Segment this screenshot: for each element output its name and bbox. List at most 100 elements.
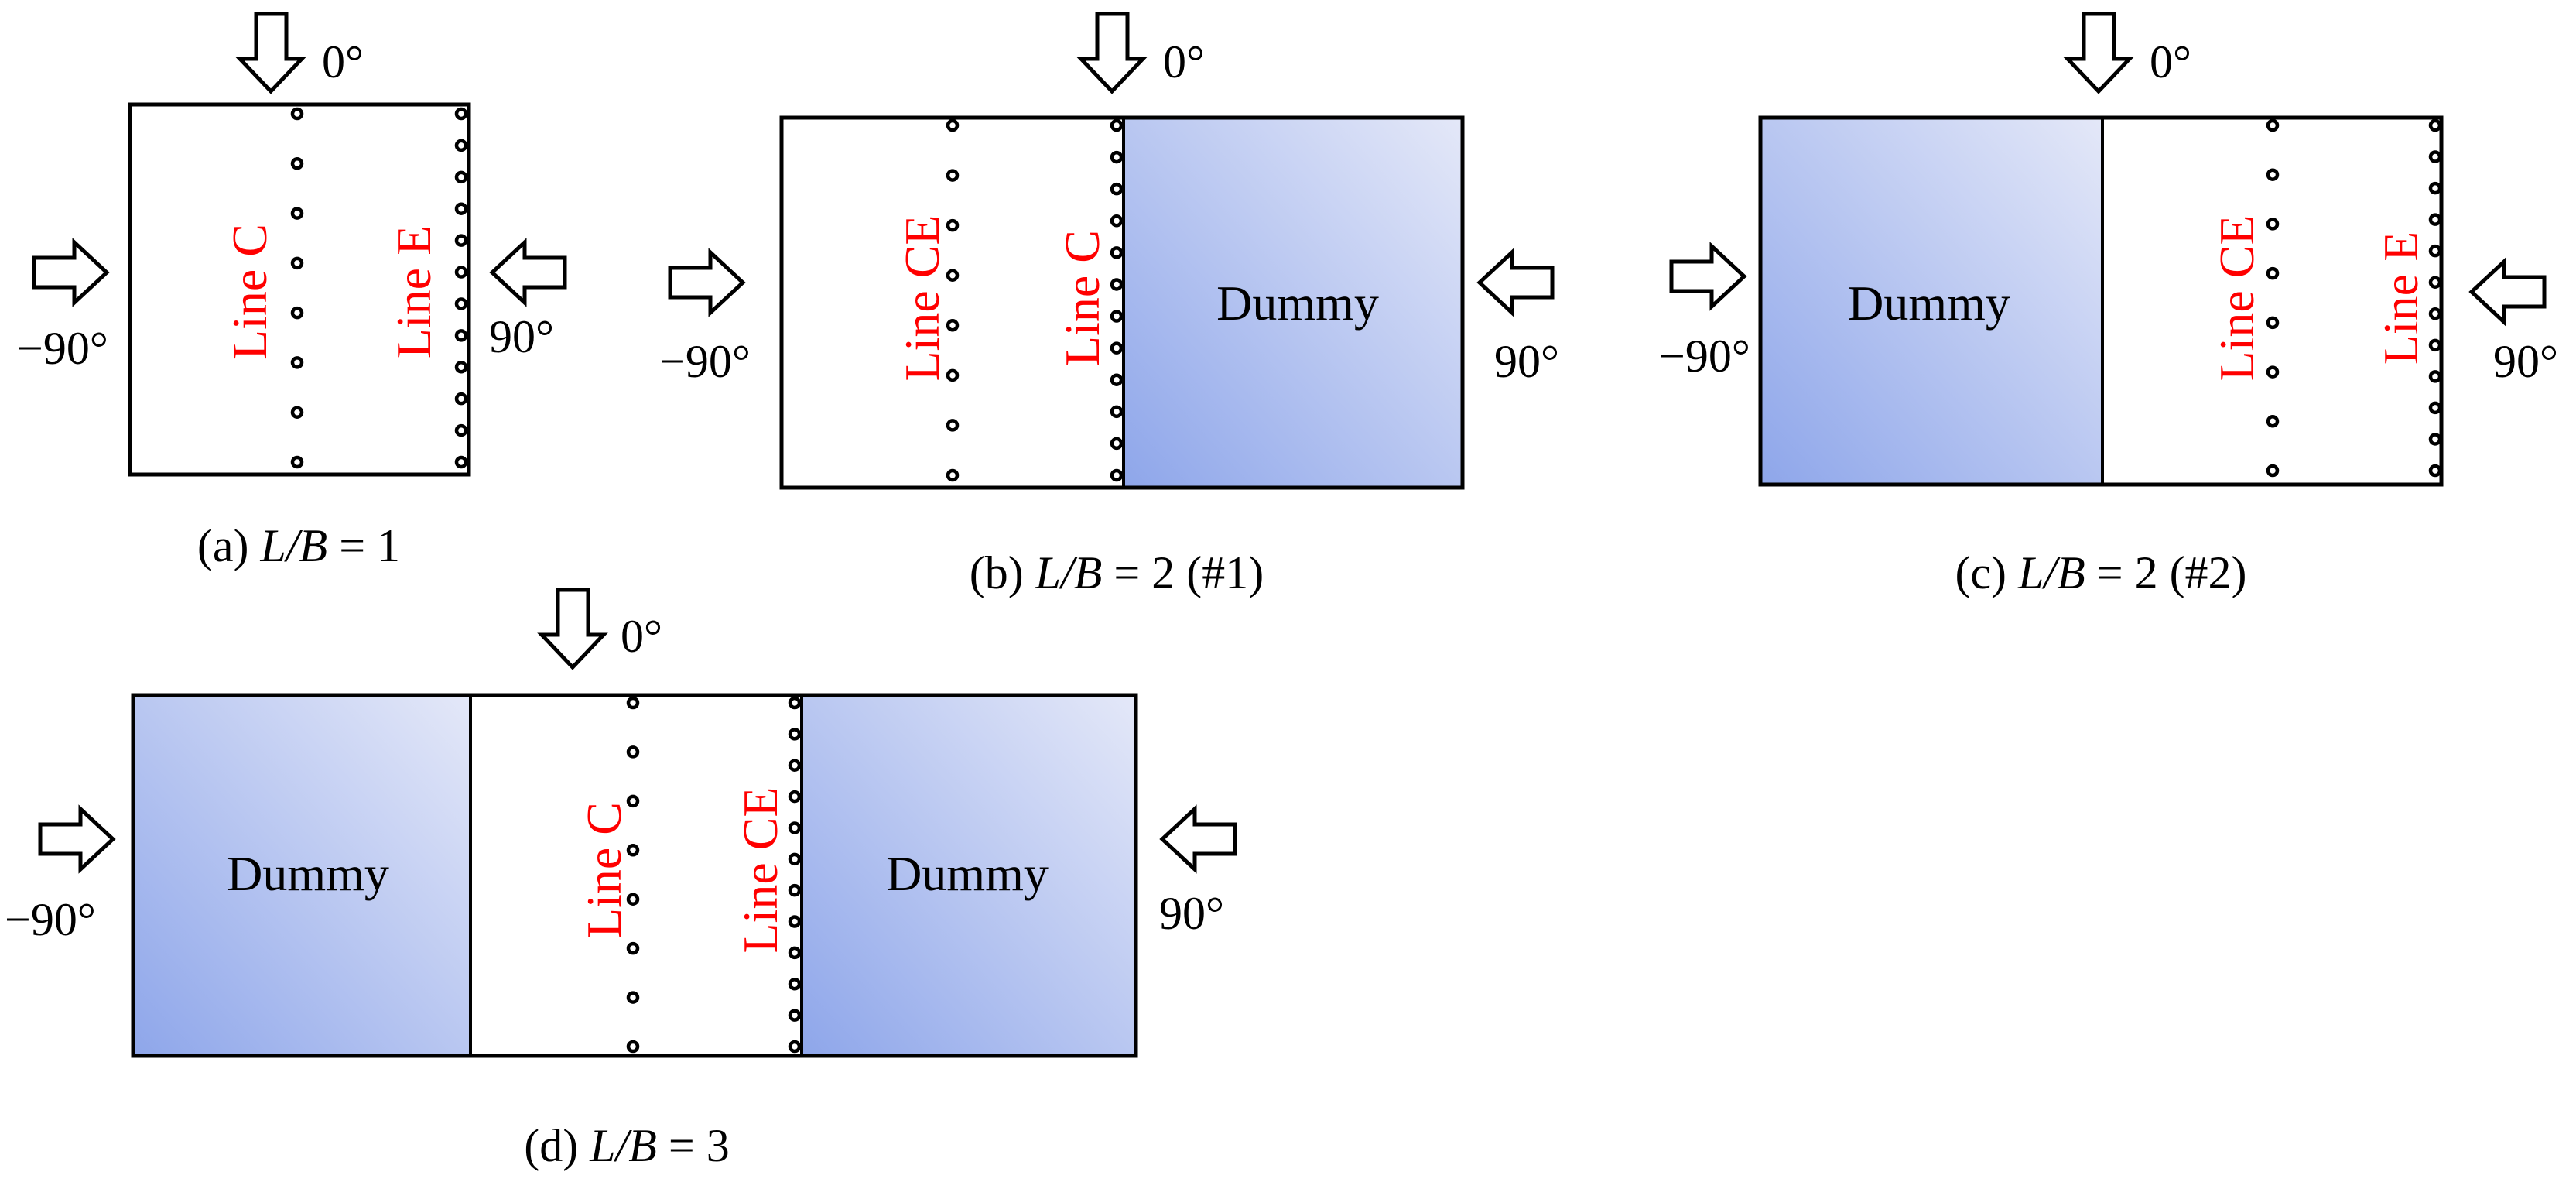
- pressure-tap-icon: [2266, 118, 2280, 132]
- angle-90-label: 90°: [1159, 888, 1224, 939]
- angle-90-label: 90°: [489, 311, 554, 362]
- pressure-tap-icon: [626, 794, 640, 808]
- pressure-tap-icon: [454, 234, 468, 247]
- pressure-tap-icon: [2266, 415, 2280, 428]
- wind-arrow-left-icon: [1159, 804, 1237, 874]
- wind-arrow-right-icon: [32, 238, 110, 307]
- pressure-tap-icon: [2266, 464, 2280, 478]
- tap-row-line-ce: [946, 118, 960, 482]
- pressure-tap-icon: [454, 170, 468, 184]
- pressure-tap-icon: [454, 423, 468, 437]
- caption-a: (a) L/B = 1: [197, 520, 400, 571]
- angle-neg90-label: −90°: [659, 336, 751, 387]
- pressure-tap-icon: [454, 202, 468, 215]
- dummy-block: [1760, 118, 2102, 485]
- pressure-tap-icon: [290, 356, 304, 369]
- pressure-tap-icon: [290, 256, 304, 270]
- pressure-tap-icon: [454, 107, 468, 121]
- wind-arrow-down-icon: [1076, 12, 1148, 94]
- dummy-label-left: Dummy: [227, 846, 389, 901]
- dummy-block-right: [802, 695, 1136, 1056]
- pressure-tap-icon: [2266, 365, 2280, 379]
- pressure-tap-icon: [788, 696, 802, 710]
- angle-0-label: 0°: [1163, 36, 1205, 87]
- wind-arrow-down-icon: [537, 588, 608, 670]
- pressure-tap-icon: [788, 883, 802, 897]
- pressure-tap-icon: [1110, 246, 1124, 259]
- pressure-tap-icon: [946, 368, 960, 382]
- angle-90-label: 90°: [2493, 336, 2558, 387]
- panel-a: Line C Line E 0° −90° 90° (a) L/B = 1: [17, 12, 567, 571]
- pressure-tap-icon: [626, 991, 640, 1004]
- pressure-tap-icon: [1110, 405, 1124, 419]
- pressure-tap-icon: [2266, 316, 2280, 330]
- pressure-tap-icon: [2428, 213, 2442, 226]
- pressure-tap-icon: [626, 844, 640, 857]
- line-label-c: Line C: [1055, 230, 1110, 366]
- pressure-tap-icon: [2428, 370, 2442, 383]
- pressure-tap-icon: [1110, 278, 1124, 291]
- panel-d: Line C Line CE Dummy Dummy 0° −90° 90° (…: [5, 588, 1237, 1171]
- pressure-tap-icon: [1110, 310, 1124, 323]
- angle-0-label: 0°: [322, 36, 364, 87]
- pressure-tap-icon: [946, 118, 960, 132]
- pressure-tap-icon: [1110, 214, 1124, 228]
- pressure-tap-icon: [454, 455, 468, 469]
- pressure-tap-icon: [454, 392, 468, 406]
- angle-90-label: 90°: [1494, 336, 1559, 387]
- angle-0-label: 0°: [621, 611, 662, 662]
- pressure-tap-icon: [2428, 244, 2442, 258]
- angle-neg90-label: −90°: [1659, 331, 1750, 382]
- pressure-tap-icon: [788, 852, 802, 866]
- pressure-tap-icon: [2428, 307, 2442, 320]
- pressure-tap-icon: [1110, 150, 1124, 164]
- angle-neg90-label: −90°: [5, 894, 96, 945]
- dummy-label-right: Dummy: [886, 846, 1049, 901]
- pressure-tap-icon: [2266, 266, 2280, 280]
- pressure-tap-icon: [788, 728, 802, 741]
- pressure-tap-icon: [2428, 118, 2442, 132]
- pressure-tap-icon: [946, 468, 960, 482]
- wind-arrow-left-icon: [2468, 257, 2547, 327]
- angle-0-label: 0°: [2150, 36, 2191, 87]
- pressure-tap-icon: [946, 218, 960, 232]
- pressure-tap-icon: [626, 696, 640, 710]
- wind-arrow-left-icon: [489, 238, 567, 307]
- tap-row-line-c: [626, 696, 640, 1054]
- pressure-tap-icon: [788, 790, 802, 804]
- caption-c: (c) L/B = 2 (#2): [1955, 547, 2246, 598]
- line-label-e: Line E: [386, 225, 441, 358]
- panel-c: Line CE Line E Dummy 0° −90° 90° (c) L/B…: [1659, 12, 2558, 598]
- pressure-tap-icon: [290, 455, 304, 469]
- dummy-label: Dummy: [1848, 276, 2010, 331]
- pressure-tap-icon: [1110, 182, 1124, 196]
- dummy-block: [1124, 118, 1462, 488]
- model-box: [128, 102, 471, 477]
- wind-arrow-down-icon: [2063, 12, 2134, 94]
- tap-row-line-ce: [2266, 118, 2280, 478]
- pressure-tap-icon: [946, 269, 960, 282]
- pressure-tap-icon: [290, 306, 304, 320]
- line-label-ce: Line CE: [2209, 214, 2264, 381]
- tap-row-line-ce: [788, 696, 802, 1054]
- line-label-ce: Line CE: [895, 214, 949, 381]
- pressure-tap-icon: [626, 941, 640, 955]
- pressure-tap-icon: [788, 915, 802, 928]
- pressure-tap-icon: [1110, 341, 1124, 355]
- pressure-tap-icon: [788, 821, 802, 834]
- tap-row-line-c: [290, 107, 304, 469]
- line-label-e: Line E: [2373, 231, 2428, 365]
- pressure-tap-icon: [626, 1040, 640, 1054]
- pressure-tap-icon: [946, 169, 960, 182]
- tap-row-line-e: [454, 107, 468, 469]
- pressure-tap-icon: [788, 1009, 802, 1022]
- pressure-tap-icon: [2428, 338, 2442, 352]
- line-label-c: Line C: [222, 224, 277, 360]
- pressure-tap-icon: [454, 139, 468, 152]
- pressure-tap-icon: [2428, 181, 2442, 195]
- pressure-tap-icon: [2428, 464, 2442, 478]
- pressure-tap-icon: [2266, 218, 2280, 231]
- pressure-tap-icon: [946, 319, 960, 332]
- pressure-tap-icon: [454, 266, 468, 279]
